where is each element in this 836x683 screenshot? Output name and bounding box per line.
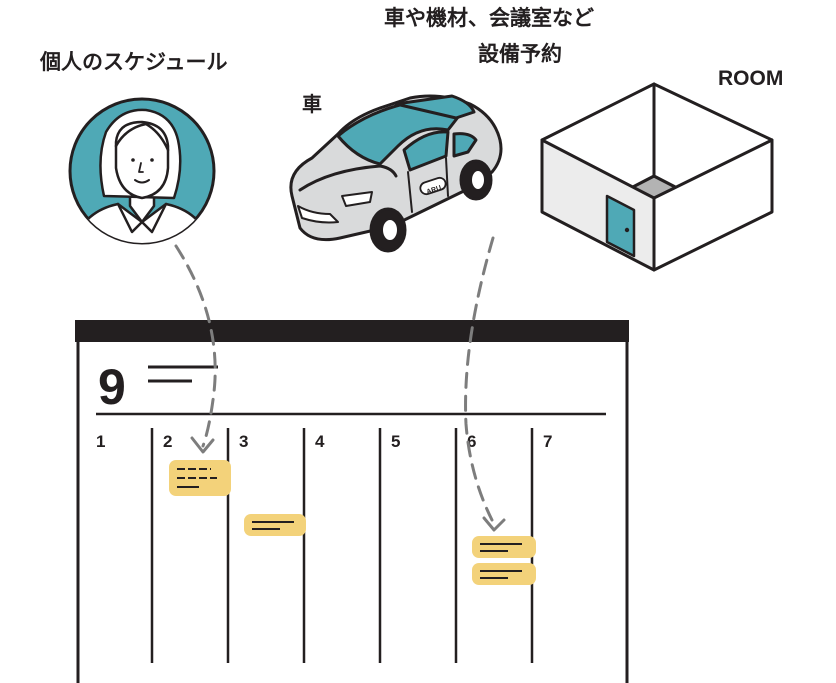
event-block[interactable]	[244, 514, 306, 536]
equipment-booking-label-line2: 設備予約	[478, 42, 562, 66]
arrow-person-to-day2	[174, 244, 217, 448]
day-number: 5	[391, 432, 400, 451]
personal-schedule-label: 個人のスケジュール	[40, 50, 228, 74]
event-block[interactable]	[472, 563, 536, 585]
day-columns: 1 2 3 4 5 6 7	[96, 428, 552, 663]
day-number: 2	[163, 432, 172, 451]
arrowhead-person	[190, 436, 215, 454]
room-icon	[540, 82, 774, 272]
car-badge-text: ARU	[426, 185, 443, 196]
arrowhead-car	[482, 516, 506, 532]
calendar-month: 9	[98, 359, 126, 415]
car-label: 車	[302, 92, 322, 116]
dashed-arrows	[174, 236, 495, 522]
calendar: 9 1 2 3 4 5 6 7	[75, 320, 629, 683]
calendar-events	[169, 460, 536, 585]
day-number: 6	[467, 432, 476, 451]
person-avatar-icon	[68, 97, 216, 245]
calendar-header-bar	[75, 320, 629, 342]
day-number: 7	[543, 432, 552, 451]
event-block[interactable]	[169, 460, 231, 496]
arrow-car-to-day6	[464, 236, 495, 522]
car-logo-badge: ARU	[419, 176, 447, 196]
day-number: 1	[96, 432, 105, 451]
event-block[interactable]	[472, 536, 536, 558]
day-number: 4	[315, 432, 325, 451]
equipment-booking-label-line1: 車や機材、会議室など	[384, 6, 594, 30]
car-icon: ARU	[289, 94, 503, 253]
day-number: 3	[239, 432, 248, 451]
room-label: ROOM	[718, 67, 784, 90]
